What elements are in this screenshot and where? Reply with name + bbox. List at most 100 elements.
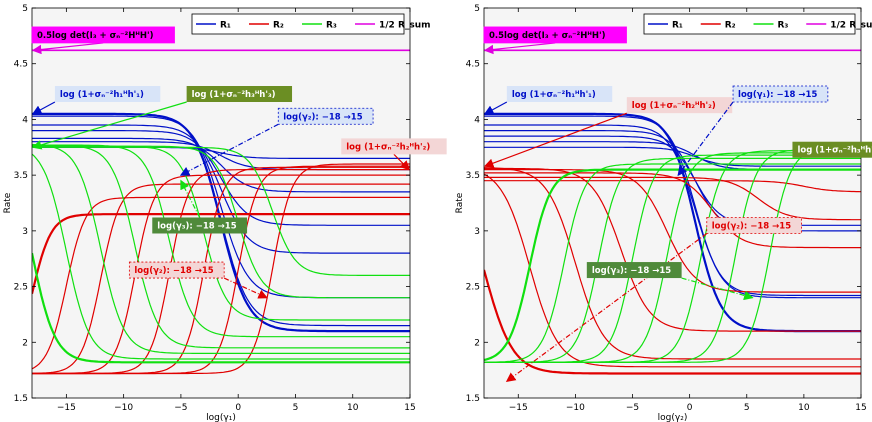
annotation-box bbox=[506, 86, 613, 102]
annotation-label: log(γ₂): −18 →15 bbox=[712, 221, 791, 231]
annotations: 0.5log det(I₃ + σₙ⁻²HᴴH')log (1+σₙ⁻²h₁ᴴh… bbox=[483, 26, 872, 382]
annotation-arrow bbox=[31, 42, 104, 55]
x-tick-label: 0 bbox=[687, 403, 693, 413]
y-tick-label: 5 bbox=[22, 4, 28, 14]
annotation-box bbox=[128, 261, 225, 279]
x-tick-label: −15 bbox=[57, 403, 76, 413]
y-tick-label: 4.5 bbox=[466, 60, 480, 70]
y-axis-label: Rate bbox=[455, 192, 465, 213]
annotation-arrow bbox=[483, 42, 556, 55]
legend-label-sum: 1/2 R_sum bbox=[379, 21, 431, 31]
y-tick-label: 2.5 bbox=[14, 283, 28, 293]
annotation-label: log (1+σₙ⁻²h₃ᴴh'₃) bbox=[192, 90, 276, 100]
series-line-r1 bbox=[484, 115, 861, 299]
legend-box bbox=[643, 13, 856, 35]
series-line-r2 bbox=[484, 173, 861, 368]
y-tick-label: 4 bbox=[22, 115, 28, 125]
series-line-r1 bbox=[32, 137, 410, 193]
y-tick-label: 5 bbox=[474, 4, 480, 14]
annotation-label: log(γ₂): −18 →15 bbox=[283, 112, 362, 122]
series-line-r2 bbox=[484, 169, 861, 293]
series-line-r3 bbox=[484, 163, 861, 363]
annotation-box bbox=[732, 85, 829, 103]
series-line-r2 bbox=[484, 269, 861, 375]
legend-label-r2: R₂ bbox=[725, 21, 736, 31]
annotation-label: log (1+σₙ⁻²h₃ᴴh'₃) bbox=[797, 146, 872, 156]
x-tick-label: −10 bbox=[566, 403, 585, 413]
series-line-r1 bbox=[32, 124, 410, 254]
annotation-arrow bbox=[483, 101, 508, 115]
y-tick-label: 2 bbox=[22, 338, 28, 348]
y-tick-label: 3.5 bbox=[466, 171, 480, 181]
series-line-r2 bbox=[32, 163, 410, 375]
x-tick-label: 15 bbox=[855, 403, 866, 413]
legend-label-r1: R₁ bbox=[220, 21, 231, 31]
annotation-label: log (1+σₙ⁻²h₁ᴴh'₁) bbox=[512, 90, 596, 100]
legend-label-r2: R₂ bbox=[273, 21, 284, 31]
x-tick-label: 5 bbox=[744, 403, 750, 413]
series-layer bbox=[32, 49, 410, 375]
y-tick-label: 3 bbox=[474, 227, 480, 237]
annotation-box bbox=[186, 86, 293, 102]
x-tick-label: 0 bbox=[235, 403, 241, 413]
series-line-r3 bbox=[32, 153, 410, 360]
annotation-arrow bbox=[681, 277, 754, 301]
annotation-label: log(γ₁): −18 →15 bbox=[738, 90, 817, 100]
series-line-r3 bbox=[484, 146, 861, 363]
annotation-label: 0.5log det(I₃ + σₙ⁻²HᴴH') bbox=[37, 31, 154, 41]
y-axis-label: Rate bbox=[3, 192, 13, 213]
annotation-arrow bbox=[393, 153, 410, 171]
y-tick-label: 2 bbox=[474, 338, 480, 348]
annotation-arrow bbox=[31, 101, 187, 150]
series-line-r1 bbox=[32, 130, 410, 226]
y-tick-label: 4 bbox=[474, 115, 480, 125]
series-line-r3 bbox=[32, 143, 410, 354]
y-tick-label: 3.5 bbox=[14, 171, 28, 181]
annotation-arrow bbox=[483, 112, 628, 168]
annotation-label: log (1+σₙ⁻²h₂ᴴh'₂) bbox=[632, 101, 716, 111]
series-line-r2 bbox=[32, 213, 410, 295]
legend-label-sum: 1/2 R_sum bbox=[830, 21, 872, 31]
y-tick-label: 1.5 bbox=[466, 394, 480, 404]
annotation-arrow bbox=[505, 233, 708, 382]
series-line-r3 bbox=[484, 157, 861, 363]
series-line-r3 bbox=[32, 144, 410, 338]
legend: R₁ R₂ R₃ 1/2 R_sum bbox=[643, 13, 872, 35]
annotation-arrow bbox=[31, 101, 56, 115]
y-tick-label: 3 bbox=[22, 227, 28, 237]
annotation-box bbox=[586, 262, 682, 279]
series-line-r2 bbox=[32, 183, 410, 374]
annotation-box bbox=[483, 26, 627, 44]
x-axis-label: log(γ₁) bbox=[206, 413, 236, 422]
legend-label-r3: R₃ bbox=[778, 21, 789, 31]
x-tick-label: −15 bbox=[509, 403, 528, 413]
legend-label-r1: R₁ bbox=[672, 21, 683, 31]
annotation-arrow bbox=[179, 123, 279, 176]
x-tick-label: 5 bbox=[293, 403, 299, 413]
series-line-r1 bbox=[484, 146, 861, 167]
y-tick-label: 1.5 bbox=[14, 394, 28, 404]
annotation-label: log (1+σₙ⁻²h₁ᴴh'₁) bbox=[60, 90, 144, 100]
x-axis-label: log(γ₂) bbox=[658, 413, 688, 422]
x-tick-label: 10 bbox=[798, 403, 810, 413]
x-tick-label: −5 bbox=[174, 403, 187, 413]
annotation-label: log (1+σₙ⁻²h₂ᴴh'₂) bbox=[346, 142, 430, 152]
plot-frame bbox=[483, 7, 862, 399]
series-layer bbox=[484, 49, 861, 375]
plot-area bbox=[32, 8, 410, 398]
annotation-box bbox=[277, 107, 374, 125]
x-tick-label: −5 bbox=[626, 403, 639, 413]
series-line-r3 bbox=[32, 144, 410, 349]
annotation-box bbox=[31, 26, 175, 44]
series-line-r3 bbox=[484, 168, 861, 362]
annotation-box bbox=[54, 86, 161, 102]
y-tick-label: 4.5 bbox=[14, 60, 28, 70]
annotations: 0.5log det(I₃ + σₙ⁻²HᴴH') log (1+σₙ⁻²h₁ᴴh… bbox=[31, 26, 447, 299]
annotation-arrow bbox=[180, 179, 201, 218]
annotation-label: log(γ₃): −18 →15 bbox=[592, 266, 671, 276]
annotation-box bbox=[341, 138, 447, 155]
